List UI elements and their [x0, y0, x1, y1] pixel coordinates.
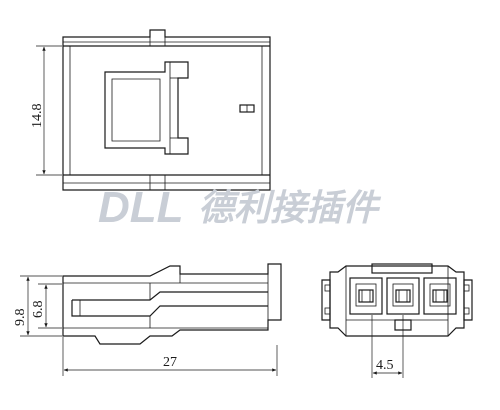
cavity-right [423, 277, 457, 315]
cavity-middle [386, 277, 420, 315]
watermark-latin: DLL [98, 183, 184, 232]
side-view: 9.8 6.8 27 [13, 263, 282, 376]
dim-inner-height-side: 6.8 [31, 301, 46, 319]
top-view: 14.8 [30, 29, 271, 191]
front-view: 4.5 [321, 263, 473, 378]
dim-length-side: 27 [163, 355, 177, 370]
dim-total-height-side: 9.8 [13, 309, 28, 327]
cavity-left [349, 277, 383, 315]
dim-height-top-view: 14.8 [30, 104, 45, 129]
dim-pitch-front: 4.5 [376, 358, 394, 373]
watermark-chinese: 德利接插件 [198, 187, 382, 228]
watermark: DLL 德利接插件 [98, 183, 382, 232]
